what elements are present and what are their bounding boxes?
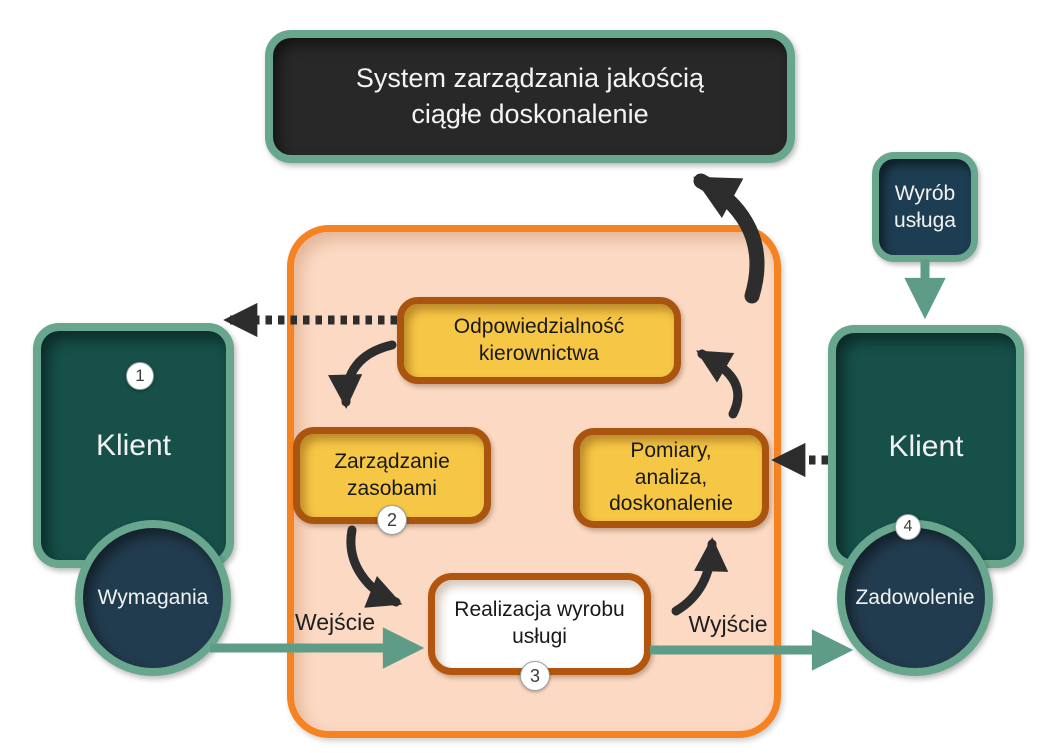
resources-line2: zasobami	[347, 476, 437, 500]
measurement-line3: doskonalenie	[609, 492, 733, 516]
product-realization-box: Realizacja wyrobu usługi	[428, 573, 651, 675]
input-label: Wejście	[294, 609, 376, 635]
satisfaction-label: Zadowolenie	[855, 586, 975, 609]
measurement-line2: analiza,	[634, 465, 708, 489]
step-badge-1-number: 1	[135, 366, 145, 385]
product-line2: usługa	[894, 209, 956, 232]
step-badge-2: 2	[377, 505, 407, 535]
measurement-line1: Pomiary,	[630, 438, 712, 462]
product-service-box: Wyrób usługa	[872, 152, 978, 262]
management-line1: Odpowiedzialność	[453, 314, 625, 338]
step-badge-3: 3	[520, 661, 550, 691]
step-badge-2-number: 2	[386, 509, 397, 530]
step-badge-4: 4	[895, 514, 921, 540]
realization-line2: usługi	[512, 625, 567, 648]
step-badge-3-number: 3	[529, 665, 540, 686]
client-left-label: Klient	[95, 428, 172, 462]
product-line1: Wyrób	[894, 181, 956, 205]
requirements-label: Wymagania	[97, 586, 209, 609]
system-title-line2: ciągłe doskonalenie	[411, 98, 649, 129]
management-line2: kierownictwa	[478, 341, 600, 365]
system-title-line1: System zarządzania jakością	[355, 62, 705, 93]
satisfaction-circle: Zadowolenie	[837, 520, 993, 676]
system-title-box: System zarządzania jakością ciągłe dosko…	[265, 30, 795, 163]
step-badge-1: 1	[126, 362, 154, 390]
output-label: Wyjście	[688, 611, 768, 637]
resources-line1: Zarządzanie	[334, 449, 450, 473]
client-right-label: Klient	[888, 429, 964, 463]
step-badge-4-number: 4	[903, 518, 913, 535]
realization-line1: Realizacja wyrobu	[454, 598, 625, 622]
requirements-circle: Wymagania	[75, 520, 231, 676]
measurement-analysis-box: Pomiary, analiza, doskonalenie	[573, 428, 769, 528]
management-responsibility-box: Odpowiedzialność kierownictwa	[397, 297, 681, 384]
